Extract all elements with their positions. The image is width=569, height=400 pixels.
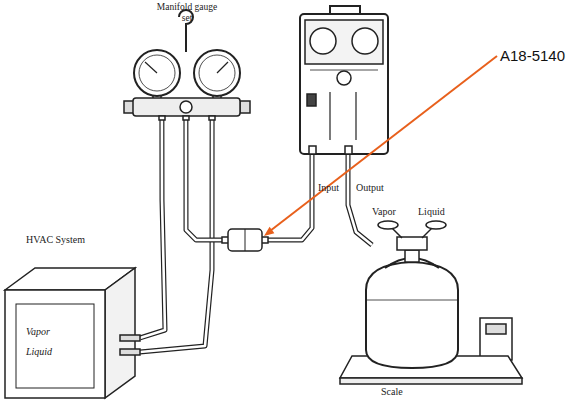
hvac-system: HVAC SystemVaporLiquid bbox=[0, 268, 140, 398]
machine-gauge bbox=[352, 28, 378, 54]
sight-glass bbox=[180, 101, 192, 113]
hose-port bbox=[159, 116, 165, 120]
hose-outline bbox=[186, 120, 312, 240]
hose-outline bbox=[140, 120, 212, 352]
manifold-gauge-set: Manifold gauge set bbox=[130, 50, 244, 120]
output-fitting bbox=[345, 146, 352, 154]
hose-core bbox=[140, 120, 165, 338]
hose-outline bbox=[140, 120, 165, 338]
scale-base bbox=[340, 378, 522, 384]
part-name: Manifold gauge set bbox=[154, 2, 220, 24]
liquid-hose bbox=[140, 120, 212, 352]
liquid-handwheel bbox=[426, 221, 446, 229]
port-label: Input bbox=[318, 182, 354, 194]
low-side-gauge bbox=[134, 50, 180, 96]
valve-neck bbox=[405, 250, 419, 262]
recovery-machine: InputOutput bbox=[300, 14, 388, 154]
hose-core bbox=[186, 120, 312, 240]
manifold-illustration bbox=[124, 10, 250, 120]
hvac-panel bbox=[16, 304, 94, 388]
selector-knob bbox=[337, 71, 351, 85]
leader-arrowhead bbox=[264, 227, 274, 236]
input-fitting bbox=[309, 146, 316, 154]
callout-leader bbox=[264, 56, 497, 236]
scale-readout bbox=[486, 324, 506, 334]
gauge-dial bbox=[139, 55, 175, 91]
port-label: Vapor bbox=[26, 326, 76, 338]
internal-line bbox=[329, 92, 330, 140]
recovery-machine-illustration bbox=[300, 6, 388, 154]
hvac-front-face bbox=[5, 290, 105, 398]
port-label: Output bbox=[356, 182, 396, 194]
recovery-tank bbox=[366, 262, 458, 368]
scale: Scale bbox=[345, 355, 525, 398]
valve-block bbox=[397, 237, 427, 250]
leader-line bbox=[270, 56, 497, 231]
valve-label: Vapor bbox=[372, 206, 412, 218]
port-label: Liquid bbox=[26, 346, 76, 358]
gauge-panel bbox=[305, 20, 383, 64]
vapor-handwheel bbox=[378, 221, 398, 229]
hose-port bbox=[209, 116, 215, 120]
vapor-hose bbox=[140, 120, 165, 338]
scale-display bbox=[480, 318, 512, 360]
manifold-body bbox=[133, 98, 240, 116]
power-switch bbox=[307, 94, 316, 106]
vapor-port bbox=[120, 335, 140, 341]
part-name: Scale bbox=[381, 386, 431, 398]
machine-body bbox=[300, 14, 388, 154]
filter-drier bbox=[222, 229, 268, 251]
high-side-gauge bbox=[194, 50, 240, 96]
liquid-port bbox=[120, 349, 140, 355]
part-name: HVAC System bbox=[26, 234, 126, 246]
hose-core bbox=[140, 120, 212, 352]
valve-label: Liquid bbox=[418, 206, 458, 218]
filter-seam bbox=[245, 229, 246, 251]
machine-gauge bbox=[310, 28, 336, 54]
internal-line bbox=[355, 92, 356, 140]
machine-handle bbox=[330, 6, 360, 14]
hvac-side-face bbox=[105, 268, 135, 398]
recovery-input-hose bbox=[186, 120, 312, 240]
hvac-illustration bbox=[5, 268, 140, 398]
gauge-needle bbox=[217, 62, 228, 73]
tank-illustration bbox=[366, 221, 458, 368]
part-number: A18-5140 bbox=[500, 47, 565, 64]
valve-knob bbox=[240, 101, 250, 113]
panel-line bbox=[310, 70, 378, 71]
hose-port bbox=[183, 116, 189, 120]
gauge-dial bbox=[199, 55, 235, 91]
tank-valve: VaporLiquid bbox=[372, 205, 452, 255]
tank-seam bbox=[366, 300, 458, 301]
filter-body bbox=[228, 229, 262, 251]
gauge-needle bbox=[145, 62, 157, 73]
